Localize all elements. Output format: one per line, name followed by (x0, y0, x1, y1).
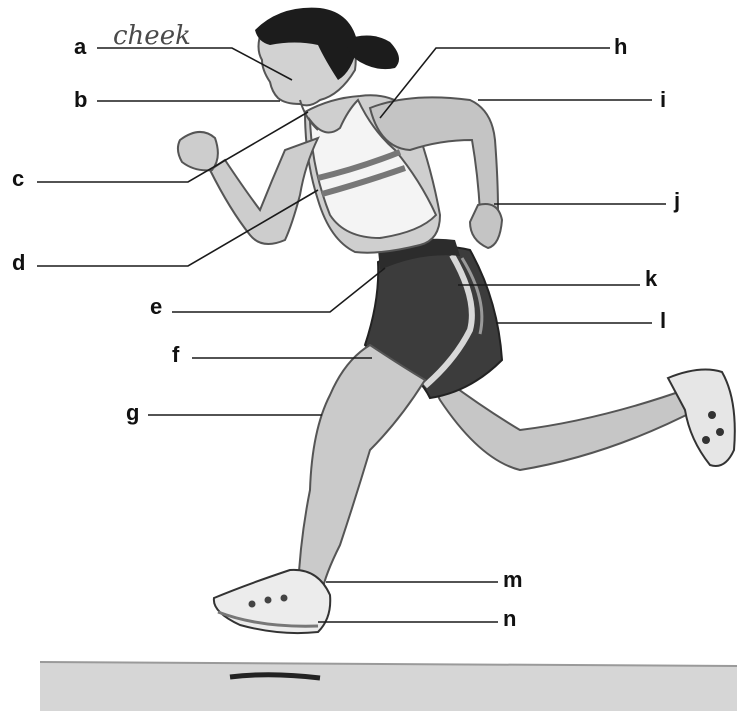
label-c: c (12, 168, 24, 190)
label-n: n (503, 608, 516, 630)
label-d: d (12, 252, 25, 274)
front-leg (214, 345, 425, 633)
answer-cheek: cheek (113, 23, 191, 49)
leader-line-e (172, 268, 385, 312)
ground-track (40, 662, 737, 711)
label-j: j (674, 190, 680, 212)
label-f: f (172, 344, 179, 366)
label-m: m (503, 569, 523, 591)
label-l: l (660, 310, 666, 332)
leader-line-c (37, 112, 308, 182)
label-e: e (150, 296, 162, 318)
label-k: k (645, 268, 657, 290)
label-h: h (614, 36, 627, 58)
label-a: a (74, 36, 86, 58)
label-b: b (74, 89, 87, 111)
label-g: g (126, 402, 139, 424)
label-i: i (660, 89, 666, 111)
front-arm (178, 132, 318, 244)
